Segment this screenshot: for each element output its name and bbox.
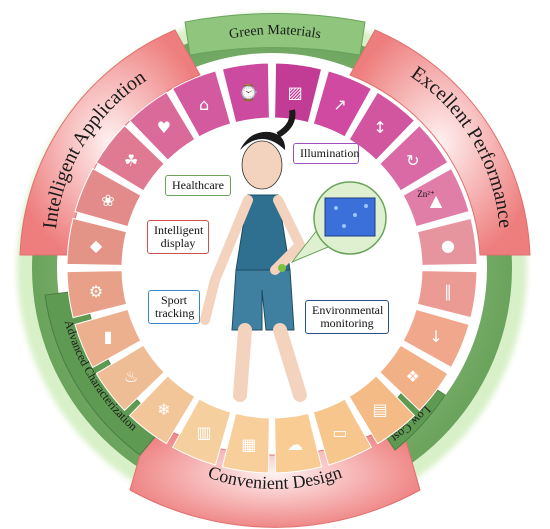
- ring-segment-icon: ▮: [104, 327, 113, 346]
- material-zoom-bubble: [290, 181, 387, 264]
- ring-segment-icon: ↓: [429, 327, 442, 346]
- green-materials-tab: [184, 13, 366, 56]
- intelligent-display-label: Intelligent display: [147, 220, 209, 254]
- green-materials-label: Green Materials: [228, 23, 322, 42]
- ring-segment-icon: ▲: [430, 191, 443, 210]
- ring-segment-icon: ⌂: [199, 95, 209, 114]
- sport-tracking-label: Sport tracking: [148, 290, 200, 324]
- ring-segment-icon: ◆: [90, 236, 103, 255]
- healthcare-label: Healthcare: [165, 175, 231, 196]
- excellent-performance-arc: [349, 29, 531, 256]
- ring-segment-icon: ▥: [197, 423, 212, 442]
- zn-label: Zn²⁺: [417, 189, 435, 199]
- runner-illustration: [200, 109, 307, 402]
- ring-segment-icon: ⌚: [239, 83, 259, 102]
- ring-segment-icon: ▨: [288, 83, 303, 102]
- ring-segment-icon: ☁: [287, 435, 303, 454]
- ring-segment-icon: ♥: [157, 118, 171, 137]
- ring-segment-icon: ♨: [124, 367, 138, 386]
- ring-segment-icon: ⚙: [89, 282, 103, 301]
- ring-segment-icon: ▭: [332, 423, 347, 442]
- ring-segment-icon: ❖: [406, 367, 420, 386]
- illumination-label: Illumination: [293, 143, 359, 164]
- ring-segment-icon: ❄: [157, 400, 170, 419]
- ring-segment-icon: ▦: [241, 435, 256, 454]
- ring-segment-icon: ↗: [333, 95, 346, 114]
- ring-segment-icon: ❀: [101, 191, 114, 210]
- ring-segment-icon: ☘: [124, 151, 138, 170]
- ring-segment-icon: ↕: [373, 118, 386, 137]
- ring-segment-icon: ●: [441, 236, 455, 255]
- ring-segment-icon: ∥: [444, 282, 452, 301]
- ring-segment-icon: ▤: [372, 400, 387, 419]
- ring-segment-icon: ↻: [406, 151, 419, 170]
- segment-ring: ▨ ↗ ↕ ↻ ▲ ● ∥ ↓ ❖ ▤ ▭ ☁ ▦ ▥ ❄ ♨ ▮ ⚙ ◆ ❀ ☘ ♥ ⌂ ⌚: [66, 62, 478, 474]
- environmental-monitoring-label: Environmental monitoring: [305, 300, 389, 334]
